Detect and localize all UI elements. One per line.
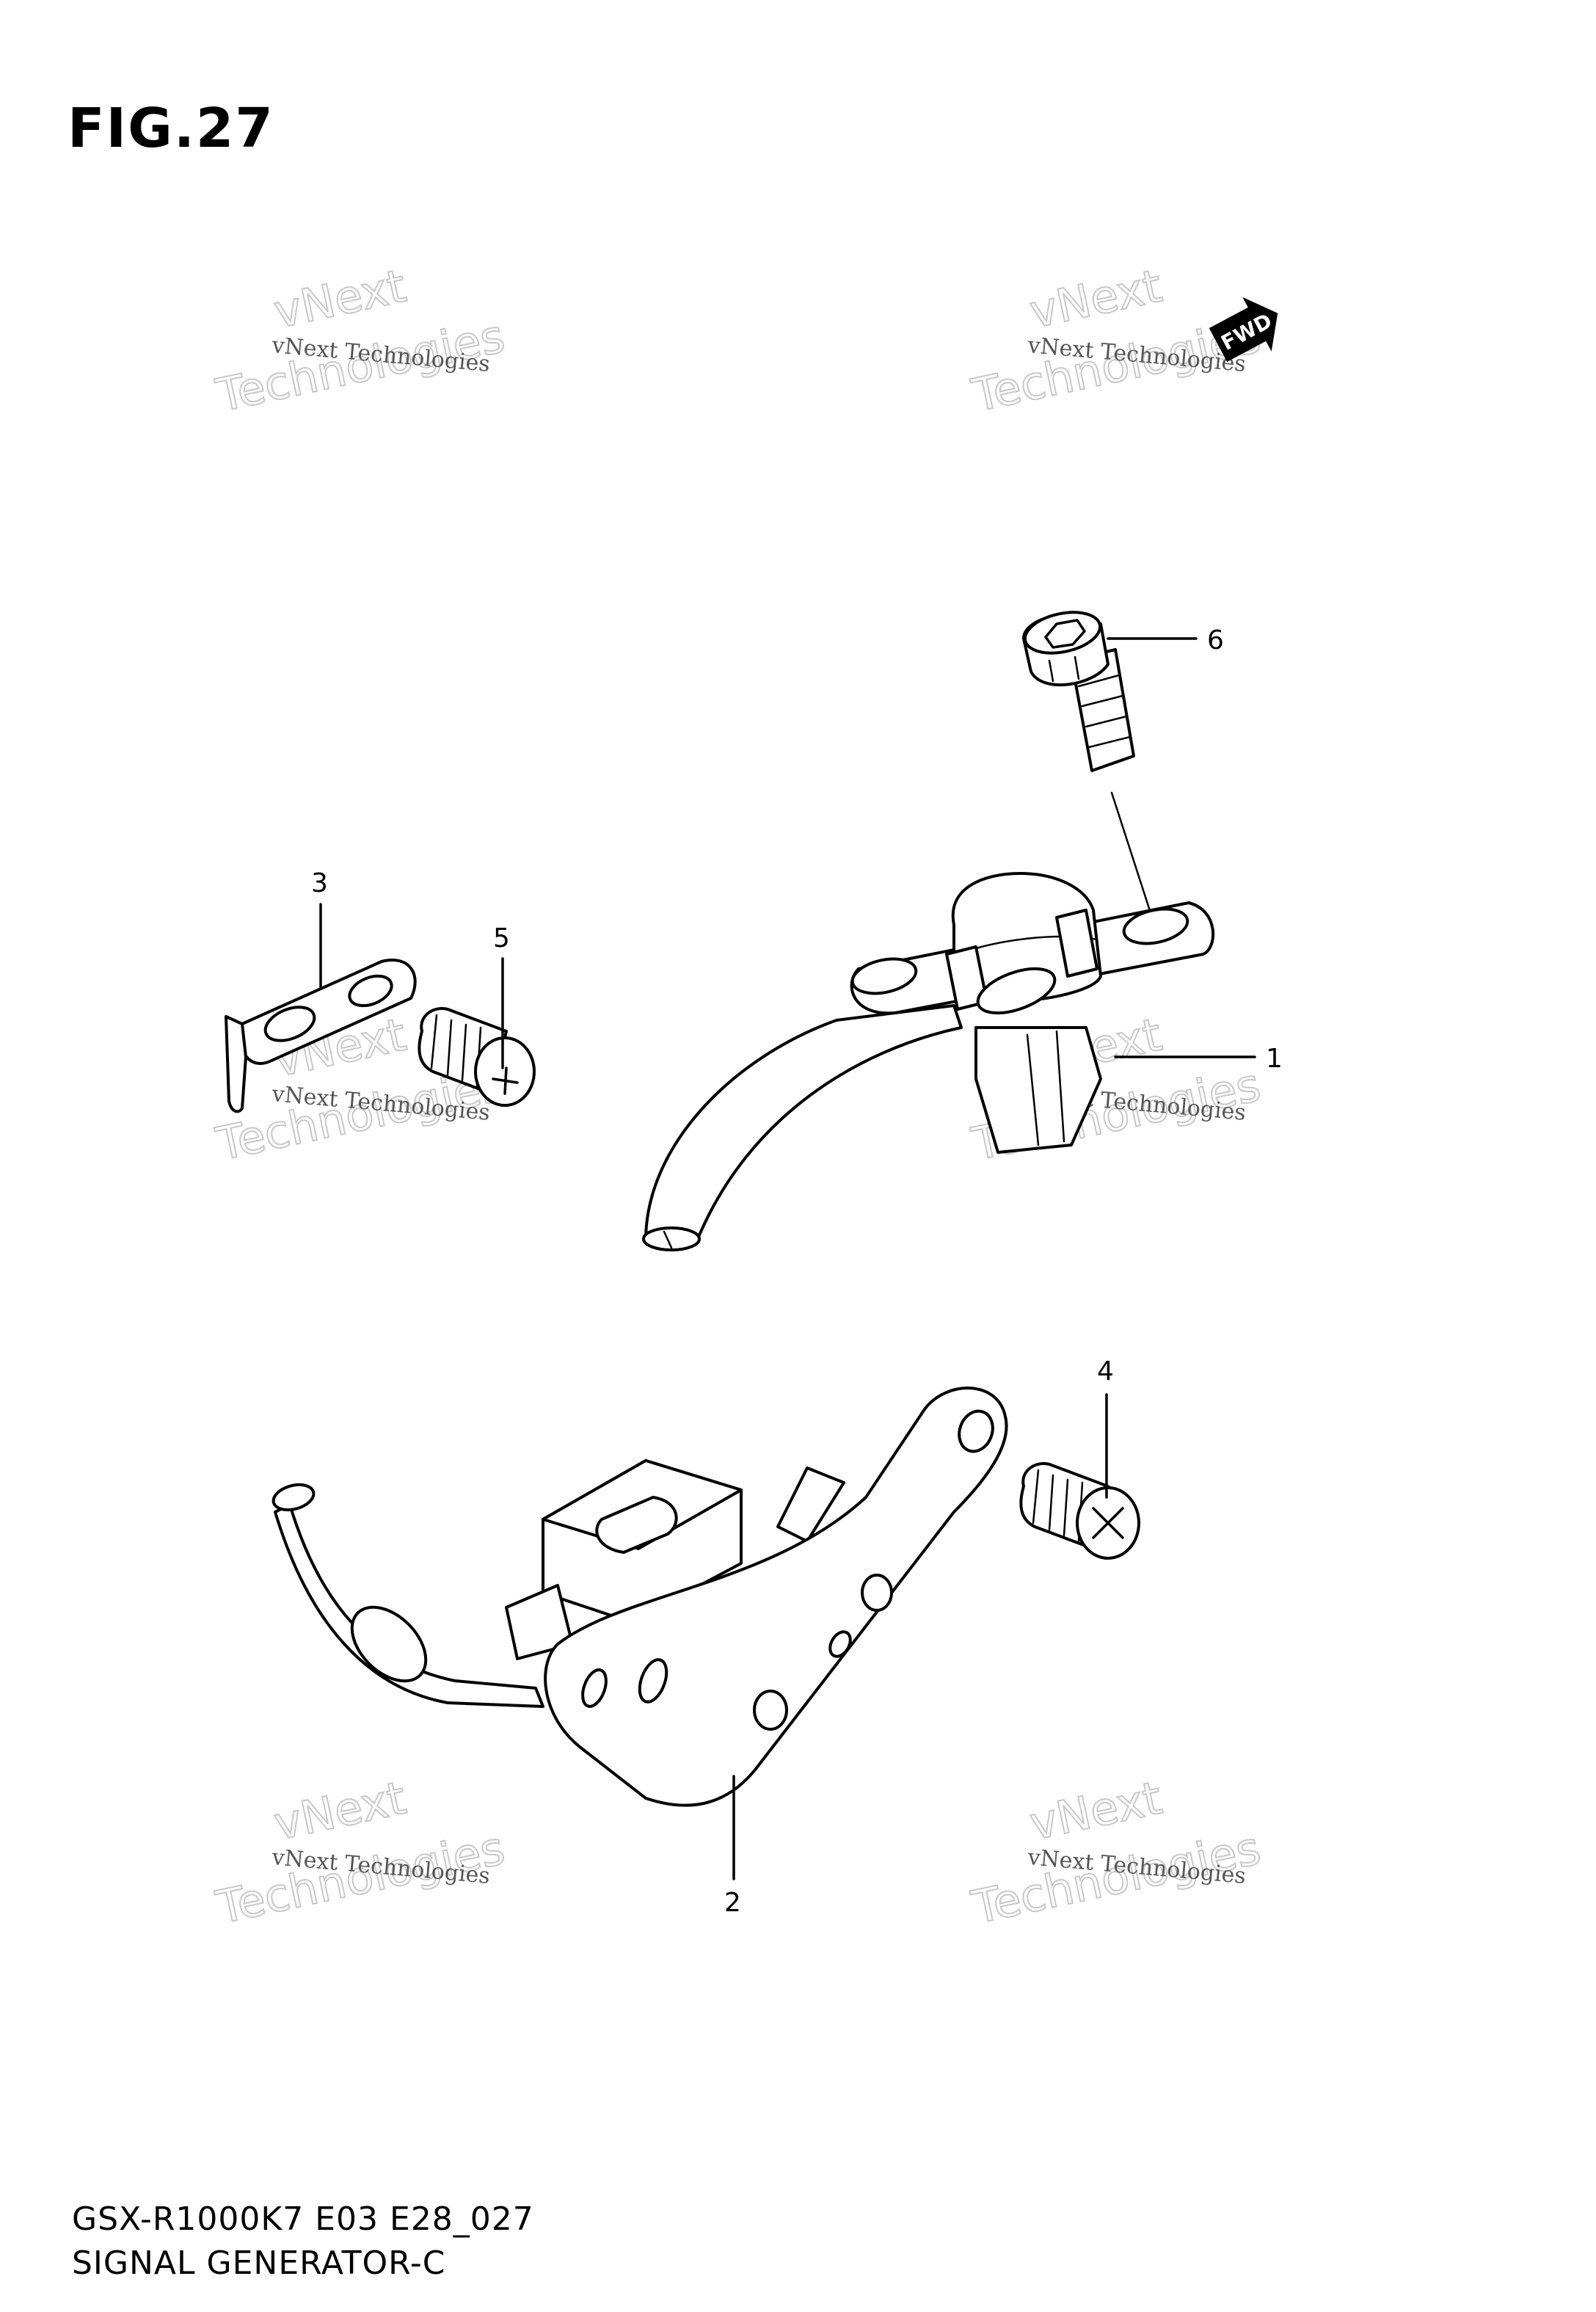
callout-1: 1 — [1266, 1044, 1283, 1074]
watermark-big-1: vNext — [269, 259, 410, 339]
part-3-clamp — [225, 959, 417, 1113]
watermark-bottom-right: vNext Technologies — [966, 1770, 1266, 1935]
callout-5: 5 — [493, 923, 510, 953]
part-4-screw — [1019, 1462, 1140, 1560]
assembly-line-6 — [1110, 791, 1154, 919]
part-2-signal-generator — [272, 1386, 1008, 1807]
figure-title: FIG.27 — [68, 97, 274, 160]
watermark-big-1: vNext — [269, 1771, 410, 1851]
part-6-bolt — [1022, 611, 1135, 772]
watermark-top-left: vNext Technologies — [211, 258, 510, 423]
callout-3: 3 — [311, 868, 328, 898]
watermark-big-1: vNext — [1025, 1771, 1166, 1851]
model-code: GSX-R1000K7 E03 E28_027 — [72, 2200, 534, 2238]
callout-2: 2 — [724, 1888, 741, 1918]
watermark-bottom-left: vNext Technologies — [211, 1770, 510, 1935]
callout-4: 4 — [1097, 1356, 1114, 1386]
callout-6: 6 — [1207, 625, 1224, 655]
watermark-big-1: vNext — [1025, 259, 1166, 339]
section-title: SIGNAL GENERATOR-C — [72, 2244, 446, 2282]
part-1-sensor — [642, 872, 1214, 1251]
part-5-screw — [418, 1007, 536, 1107]
